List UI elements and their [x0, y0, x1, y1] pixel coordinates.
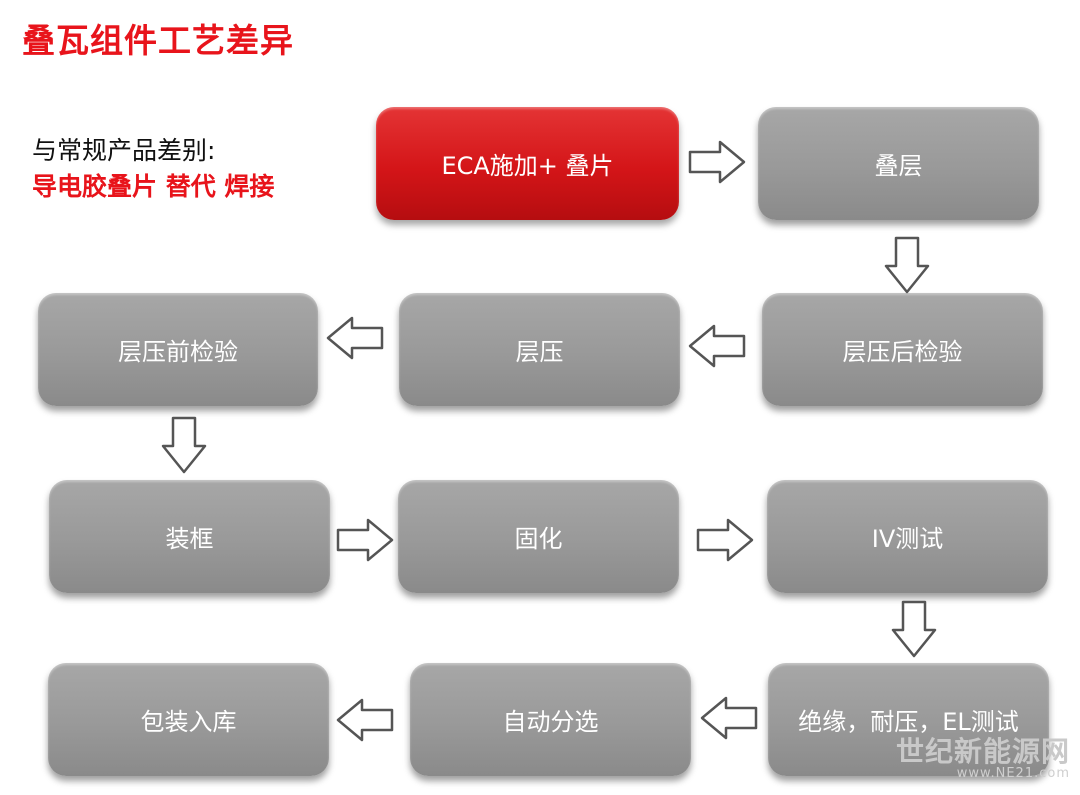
difference-note: 与常规产品差别: 导电胶叠片 替代 焊接 — [32, 133, 274, 205]
arrow-down-icon — [161, 416, 207, 474]
arrow-left-icon — [326, 316, 384, 360]
page-title: 叠瓦组件工艺差异 — [22, 21, 294, 60]
step-auto-sorting: 自动分选 — [410, 663, 691, 776]
difference-note-line1: 与常规产品差别: — [32, 136, 216, 165]
step-eca-stacking: ECA施加+ 叠片 — [376, 107, 679, 220]
arrow-right-icon — [688, 140, 746, 184]
arrow-down-icon — [891, 600, 937, 658]
step-pre-lamination-inspection: 层压前检验 — [38, 293, 318, 406]
step-packing: 包装入库 — [48, 663, 329, 776]
arrow-left-icon — [688, 324, 746, 368]
arrow-left-icon — [700, 696, 758, 740]
arrow-left-icon — [336, 698, 394, 742]
step-post-lamination-inspection: 层压后检验 — [762, 293, 1043, 406]
step-iv-test: IV测试 — [767, 480, 1048, 593]
watermark: 世纪新能源网 www.NE21.com — [896, 730, 1070, 781]
step-insulation-hipot-el-test: 绝缘，耐压，EL测试 — [768, 663, 1049, 776]
arrow-right-icon — [696, 518, 754, 562]
difference-note-line2: 导电胶叠片 替代 焊接 — [32, 172, 275, 201]
arrow-down-icon — [884, 236, 930, 294]
step-layup: 叠层 — [758, 107, 1039, 220]
watermark-name: 世纪新能源网 — [895, 735, 1070, 768]
step-framing: 装框 — [49, 480, 330, 593]
step-curing: 固化 — [398, 480, 679, 593]
watermark-url: www.NE21.com — [956, 766, 1070, 781]
step-lamination: 层压 — [399, 293, 680, 406]
arrow-right-icon — [336, 518, 394, 562]
